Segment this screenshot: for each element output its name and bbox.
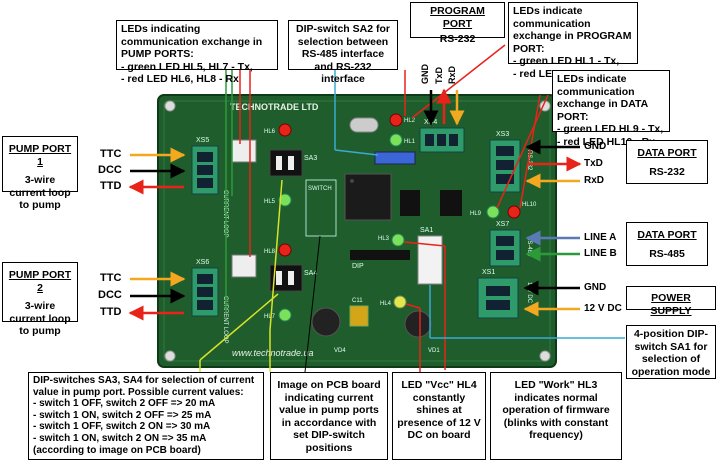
program-port-box: PROGRAM PORT RS-232 — [410, 2, 505, 45]
power-supply-box: POWER SUPPLY — [626, 286, 716, 317]
data-port-232-box: DATA PORT RS-232 — [626, 140, 708, 184]
svg-text:SA1: SA1 — [420, 227, 433, 234]
dip-sa1-box: 4-position DIP-switch SA1 for selection … — [626, 325, 716, 379]
svg-text:HL10: HL10 — [522, 202, 537, 208]
program-gnd-label: GND — [420, 64, 430, 84]
led-program-box: LEDs indicate communication exchange in … — [508, 2, 638, 80]
led-pump-box: LEDs indicating communication exchange i… — [116, 20, 278, 85]
pump-port-1-box: PUMP PORT 1 3-wire current loop to pump — [2, 136, 78, 211]
svg-text:HL4: HL4 — [380, 301, 392, 307]
data-port-485-connector — [489, 229, 521, 267]
board-url: www.technotrade.ua — [232, 348, 314, 358]
svg-text:HL8: HL8 — [264, 249, 276, 255]
led-vcc-box: LED "Vcc" HL4 constantly shines at prese… — [392, 372, 486, 460]
led-hl3 — [391, 233, 405, 247]
dip-switch-sa3 — [269, 149, 303, 177]
led-hl9 — [486, 205, 500, 219]
svg-text:DIP: DIP — [352, 263, 364, 270]
pump1-ttd-label: TTD — [100, 180, 122, 192]
power-gnd-label: GND — [584, 282, 607, 293]
power-12v-label: 12 V DC — [584, 303, 622, 314]
program-rxd-label: RxD — [447, 65, 457, 84]
svg-text:HL2: HL2 — [404, 118, 416, 124]
svg-text:XS6: XS6 — [196, 259, 209, 266]
data232-rxd-label: RxD — [584, 175, 605, 186]
led-work-box: LED "Work" HL3 indicates normal operatio… — [490, 372, 622, 460]
svg-text:CURRENT LOOP: CURRENT LOOP — [222, 296, 228, 344]
pcb-image-box: Image on PCB board indicating current va… — [270, 372, 388, 460]
svg-text:XS7: XS7 — [496, 221, 509, 228]
svg-text:C11: C11 — [352, 298, 363, 304]
svg-text:CURRENT LOOP: CURRENT LOOP — [222, 190, 228, 238]
svg-text:HL5: HL5 — [264, 199, 276, 205]
pump2-ttc-label: TTC — [100, 272, 122, 284]
pump1-ttc-label: TTC — [100, 148, 122, 160]
data485-lineb-label: LINE B — [584, 248, 617, 259]
program-txd-label: TxD — [434, 66, 444, 84]
led-hl8 — [278, 243, 292, 257]
svg-text:XS3: XS3 — [496, 131, 509, 138]
svg-text:SA4: SA4 — [304, 270, 317, 277]
led-hl10 — [507, 205, 521, 219]
pump2-dcc-label: DCC — [98, 289, 122, 301]
led-data-box: LEDs indicate communication exchange in … — [552, 70, 670, 148]
power-connector — [477, 277, 519, 319]
svg-text:HL7: HL7 — [264, 314, 276, 320]
led-hl6 — [278, 123, 292, 137]
led-hl2 — [389, 113, 403, 127]
led-hl5 — [278, 193, 292, 207]
svg-text:12V DC: 12V DC — [526, 282, 532, 304]
pump-port-2-box: PUMP PORT 2 3-wire current loop to pump — [2, 262, 78, 337]
data232-txd-label: TxD — [584, 158, 603, 169]
svg-text:HL9: HL9 — [470, 211, 482, 217]
pump2-ttd-label: TTD — [100, 306, 122, 318]
svg-text:HL3: HL3 — [378, 236, 390, 242]
svg-text:HL6: HL6 — [264, 129, 276, 135]
dip-switch-sa2 — [374, 151, 416, 165]
data485-linea-label: LINE A — [584, 232, 617, 243]
board-maker: TECHNOTRADE LTD — [230, 102, 319, 112]
pcb-board — [157, 94, 557, 368]
svg-text:VD1: VD1 — [428, 348, 440, 354]
led-hl7 — [278, 308, 292, 322]
led-hl1 — [389, 133, 403, 147]
svg-text:VD4: VD4 — [334, 348, 346, 354]
dip-sa34-box: DIP-switches SA3, SA4 for selection of c… — [28, 372, 264, 460]
data232-gnd-label: GND — [584, 141, 607, 152]
dip-sa2-box: DIP-switch SA2 for selection between RS-… — [288, 20, 398, 85]
svg-text:SWITCH: SWITCH — [308, 186, 332, 192]
capacitor — [311, 307, 341, 337]
data-port-485-box: DATA PORT RS-485 — [626, 222, 708, 266]
pump1-dcc-label: DCC — [98, 164, 122, 176]
svg-text:SA3: SA3 — [304, 155, 317, 162]
svg-text:HL1: HL1 — [404, 139, 416, 145]
led-hl4 — [393, 295, 407, 309]
svg-text:XS5: XS5 — [196, 137, 209, 144]
svg-text:XS1: XS1 — [482, 269, 495, 276]
